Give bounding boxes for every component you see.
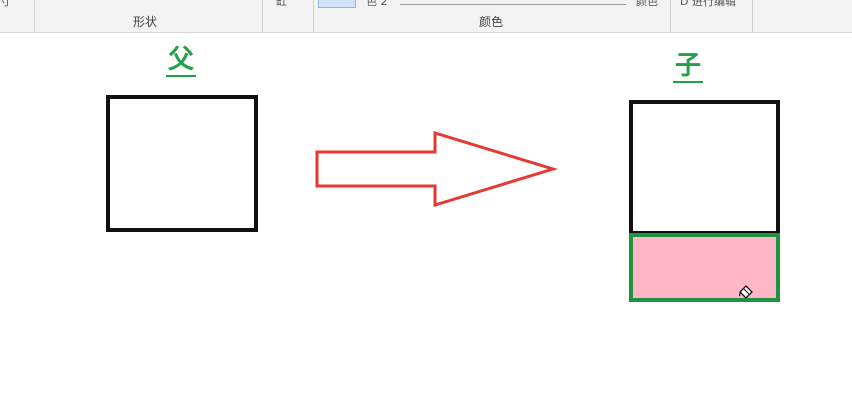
arrow-outline bbox=[315, 130, 559, 208]
ribbon-group-label-color: 颜色 bbox=[479, 15, 504, 29]
child-label: 子 bbox=[673, 51, 704, 83]
paint-canvas[interactable]: 父 子 bbox=[0, 33, 852, 406]
edit-colors-button[interactable]: 颜色 bbox=[636, 0, 658, 8]
ribbon-separator bbox=[313, 0, 314, 32]
child-square-bottom-filled[interactable] bbox=[629, 233, 780, 302]
child-square-top[interactable] bbox=[629, 100, 780, 235]
parent-square[interactable] bbox=[106, 95, 258, 232]
ribbon-toolbar: 寸 形状 缸 色 2 颜色 颜色 D 进行编辑 bbox=[0, 0, 852, 33]
ribbon-separator bbox=[262, 0, 263, 32]
ribbon-separator bbox=[670, 0, 671, 32]
color-palette-swatches[interactable] bbox=[400, 0, 626, 5]
edit-with-tool-button[interactable]: D 进行编辑 bbox=[680, 0, 736, 8]
paint-bucket-icon bbox=[739, 285, 753, 299]
ribbon-cutoff-outline[interactable]: 缸 bbox=[276, 0, 287, 8]
ribbon-cutoff-left: 寸 bbox=[0, 0, 11, 8]
ribbon-separator bbox=[752, 0, 753, 32]
ribbon-separator bbox=[34, 0, 35, 32]
color-2-button[interactable]: 色 2 bbox=[366, 0, 388, 8]
right-arrow-shape[interactable] bbox=[310, 129, 560, 209]
ribbon-group-label-shape: 形状 bbox=[133, 15, 158, 29]
color-1-button[interactable] bbox=[318, 0, 356, 8]
parent-label: 父 bbox=[166, 45, 197, 77]
